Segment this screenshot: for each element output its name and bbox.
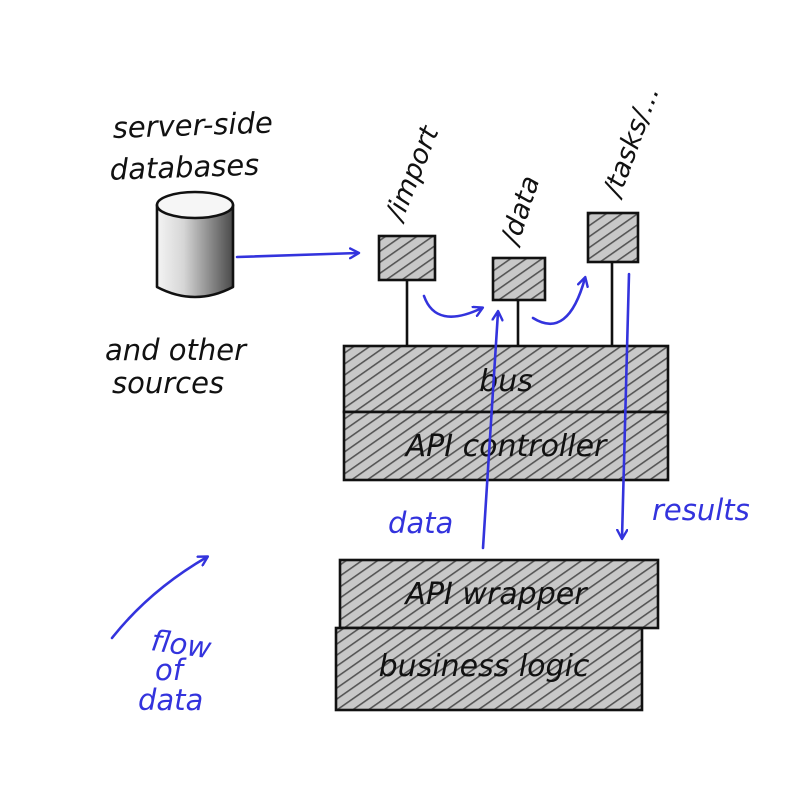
endpoint-label-data: /data	[495, 172, 547, 250]
layer-bus	[342, 344, 670, 414]
flow-label-data: data	[388, 506, 453, 540]
legend-line2: of	[155, 653, 187, 687]
arrow-data-to-tasks	[531, 278, 585, 325]
endpoint-box-tasks	[586, 211, 640, 264]
layer-api-wrapper	[338, 558, 660, 630]
sources-subtitle-line2: sources	[112, 366, 224, 400]
legend-arrow	[110, 557, 207, 640]
legend-line1: flow	[149, 623, 214, 665]
endpoint-box-data	[491, 256, 547, 302]
layer-business-logic	[334, 626, 644, 712]
sources-subtitle-line1: and other	[105, 333, 248, 367]
sources-title-line2: databases	[109, 148, 260, 187]
arrow-db-to-import	[235, 253, 358, 257]
arrow-results-down	[622, 272, 631, 538]
layer-api-wrapper-label: API wrapper	[403, 577, 588, 612]
arrow-data-up	[481, 312, 498, 550]
endpoint-label-tasks: /tasks/...	[597, 82, 666, 202]
layer-bus-label: bus	[479, 364, 533, 399]
flow-label-results: results	[652, 493, 750, 527]
endpoint-label-import: /import	[379, 121, 446, 227]
layer-api-controller-label: API controller	[404, 429, 608, 464]
arrow-import-to-data	[422, 294, 482, 318]
database-cylinder-icon	[155, 190, 235, 299]
legend-line3: data	[138, 683, 203, 717]
sources-title-line1: server-side	[112, 105, 273, 145]
layer-business-logic-label: business logic	[379, 649, 590, 684]
layer-api-controller	[342, 410, 670, 482]
endpoint-box-import	[377, 234, 437, 282]
